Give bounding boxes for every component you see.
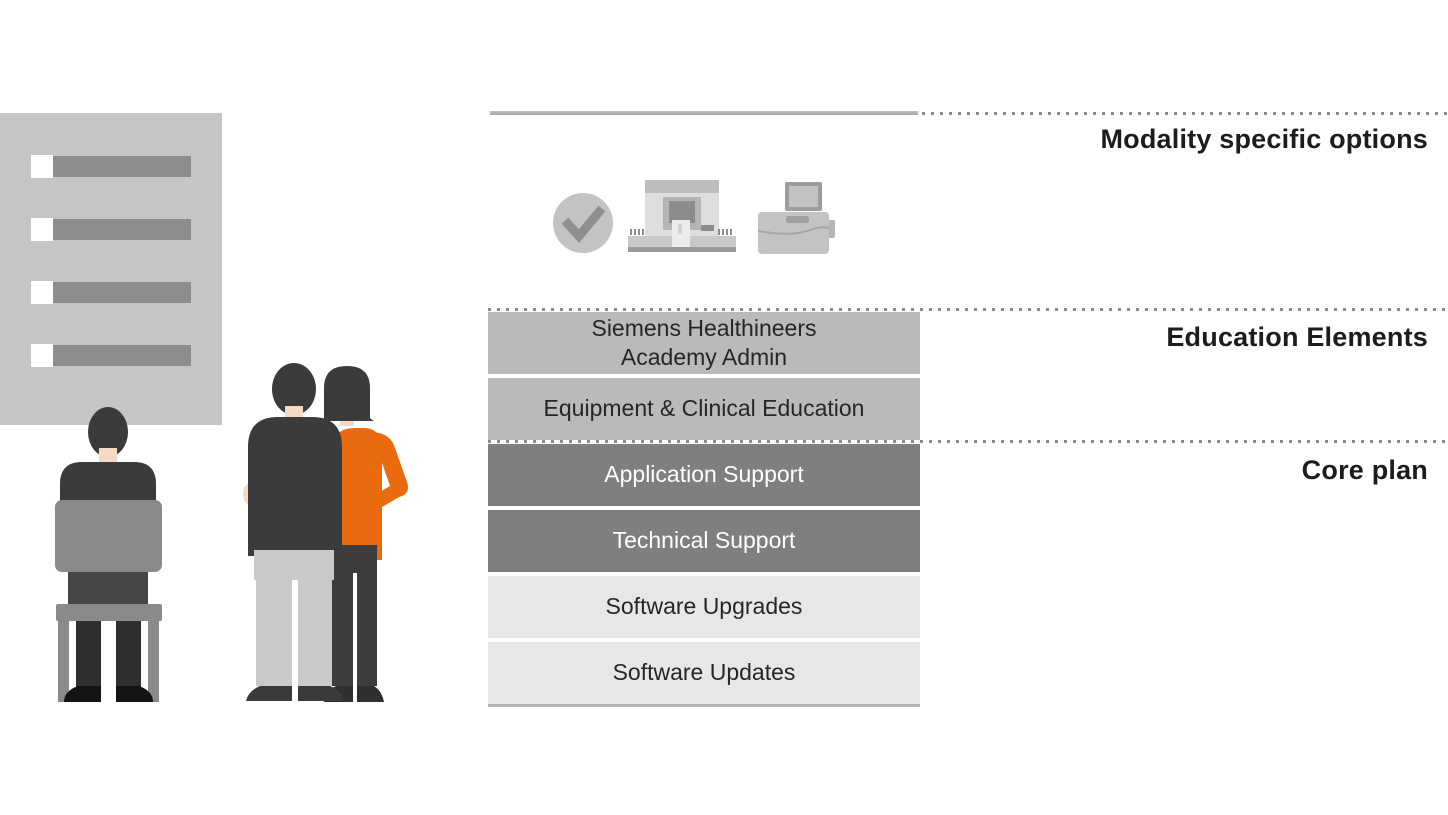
plan-box-academy-admin: Siemens Healthineers Academy Admin <box>488 312 920 374</box>
plan-box-technical-support: Technical Support <box>488 510 920 572</box>
checklist-row <box>31 344 191 367</box>
plan-box-equipment-clinical-education: Equipment & Clinical Education <box>488 378 920 440</box>
workstation-printer-icon <box>758 182 835 254</box>
plan-box-software-upgrades: Software Upgrades <box>488 576 920 638</box>
seated-person-figure <box>55 407 162 702</box>
plan-box-label: Siemens Healthineers Academy Admin <box>591 314 817 370</box>
modality-dotted-divider <box>922 112 1448 115</box>
people-checklist-illustration <box>0 113 408 702</box>
section-label-education: Education Elements <box>1166 322 1428 352</box>
standing-man-figure <box>243 363 344 701</box>
education-dotted-divider <box>488 308 1448 311</box>
section-label-modality: Modality specific options <box>1100 124 1428 154</box>
section-label-core: Core plan <box>1301 455 1428 485</box>
checklist-board-icon <box>0 113 222 425</box>
plan-box-label: Application Support <box>604 461 804 488</box>
diagnostic-scanner-icon <box>628 180 736 252</box>
standing-woman-figure <box>320 366 408 702</box>
stack-baseline <box>488 703 920 707</box>
check-circle-icon <box>553 193 613 253</box>
plan-box-label: Technical Support <box>612 527 796 554</box>
plan-box-software-updates: Software Updates <box>488 642 920 704</box>
plan-box-label: Software Updates <box>612 659 796 686</box>
checklist-row <box>31 218 191 241</box>
plan-box-label: Equipment & Clinical Education <box>543 395 865 422</box>
checklist-row <box>31 155 191 178</box>
plan-box-label: Software Upgrades <box>605 593 803 620</box>
service-plan-stack: Siemens Healthineers Academy Admin Equip… <box>488 312 920 708</box>
core-dotted-divider <box>488 440 1448 443</box>
checklist-row <box>31 281 191 304</box>
top-solid-rule <box>490 111 918 115</box>
plan-box-application-support: Application Support <box>488 444 920 506</box>
